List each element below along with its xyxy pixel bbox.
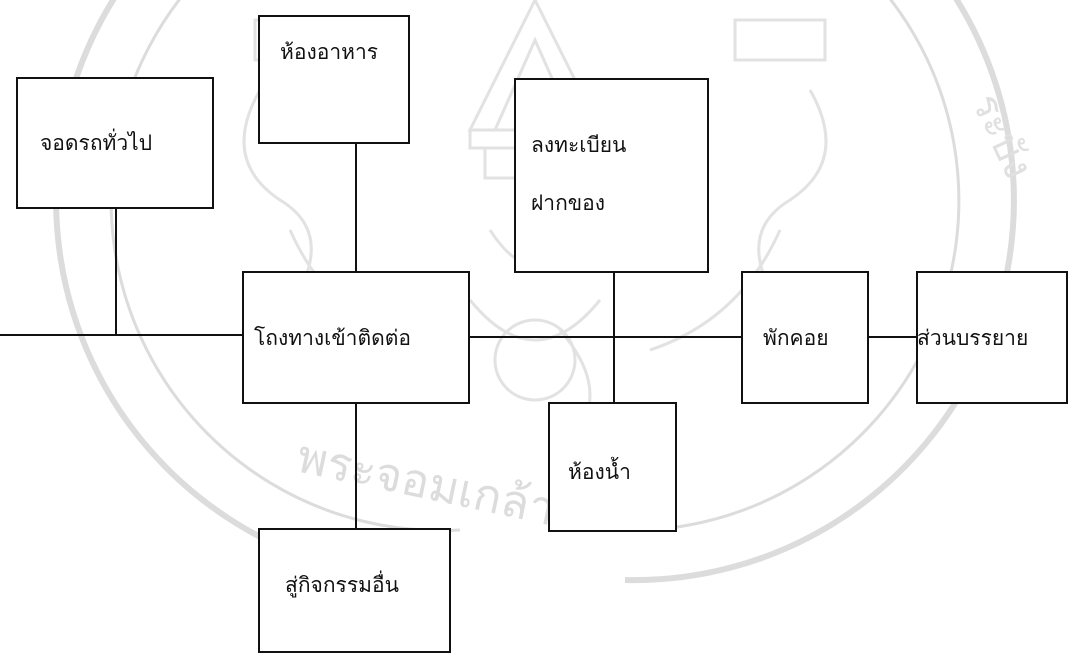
- entrance-hall-node: โถงทางเข้าติดต่อ: [242, 271, 470, 404]
- waiting-area-label: พักคอย: [763, 326, 829, 350]
- waiting-area-node: พักคอย: [741, 271, 869, 404]
- parking-label: จอดรถทั่วไป: [40, 131, 153, 155]
- parking-node: จอดรถทั่วไป: [16, 77, 214, 209]
- registration-deposit-node: ลงทะเบียน ฝากของ: [514, 78, 709, 273]
- deposit-label: ฝากของ: [531, 191, 606, 215]
- dining-room-node: ห้องอาหาร: [258, 15, 410, 144]
- lecture-section-label: ส่วนบรรยาย: [917, 326, 1029, 350]
- restroom-node: ห้องน้ำ: [548, 402, 677, 532]
- restroom-label: ห้องน้ำ: [568, 460, 631, 484]
- registration-label: ลงทะเบียน: [531, 133, 627, 157]
- dining-room-label: ห้องอาหาร: [280, 40, 379, 64]
- lecture-section-node: ส่วนบรรยาย: [916, 271, 1068, 404]
- other-activities-node: สู่กิจกรรมอื่น: [258, 528, 451, 653]
- other-activities-label: สู่กิจกรรมอื่น: [285, 573, 399, 597]
- entrance-hall-label: โถงทางเข้าติดต่อ: [254, 326, 411, 350]
